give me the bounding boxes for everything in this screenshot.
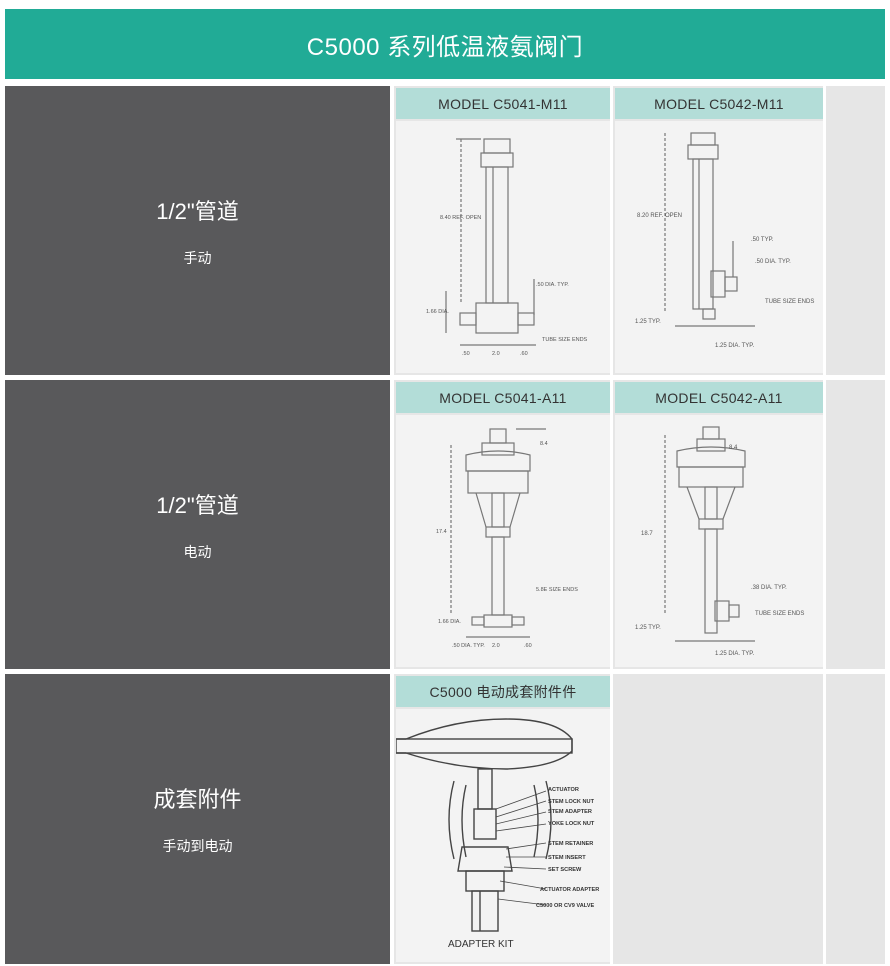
dim-note: 8.40 REF. OPEN: [440, 215, 481, 221]
dim-note: 1.66 DIA.: [438, 619, 461, 625]
drawing-caption: ADAPTER KIT: [448, 939, 514, 950]
dim-note: .50 DIA. TYP.: [452, 643, 485, 649]
panel-title: MODEL C5042-A11: [615, 382, 823, 413]
dim-note: TUBE SIZE ENDS: [755, 611, 804, 617]
model-panel-c5042-a11: MODEL C5042-A11 8.4: [613, 380, 823, 669]
part-callout: SET SCREW: [548, 867, 582, 873]
row-title: 1/2"管道: [156, 198, 239, 224]
row-label: 1/2"管道 电动: [5, 380, 390, 669]
empty-panel: [826, 86, 885, 375]
row-kit: 成套附件 手动到电动 C5000 电动成套附件件: [5, 674, 885, 964]
adapter-kit-panel: C5000 电动成套附件件: [394, 674, 610, 964]
row-subtitle: 电动: [183, 543, 212, 560]
model-panel-c5041-m11: MODEL C5041-M11 8.4: [394, 86, 610, 375]
valve-drawing: 8.4 18.7 .38 DIA. TYP. TUBE SIZE ENDS 1.…: [635, 426, 804, 657]
dim-note: 18.7: [641, 531, 653, 537]
dim-note: TUBE SIZE ENDS: [765, 299, 814, 305]
page-header: C5000 系列低温液氨阀门: [5, 9, 885, 79]
panel-title: MODEL C5041-M11: [396, 88, 610, 119]
dim-note: .50 DIA. TYP.: [755, 259, 791, 265]
part-callout: STEM INSERT: [548, 855, 586, 861]
panel-title: C5000 电动成套附件件: [396, 676, 610, 707]
dim-note: .38 DIA. TYP.: [751, 585, 787, 591]
part-callout: STEM ADAPTER: [548, 809, 592, 815]
drawing-c5042-m11: 8.20 REF. OPEN .50 TYP. .50 DIA. TYP. TU…: [615, 121, 823, 373]
dim-note: 1.25 TYP.: [635, 319, 661, 325]
part-callout: STEM LOCK NUT: [548, 799, 595, 805]
part-callout: YOKE LOCK NUT: [548, 821, 595, 827]
panel-title: MODEL C5041-A11: [396, 382, 610, 413]
dim-note: 5.8E SIZE ENDS: [536, 587, 578, 593]
part-callout: C5000 OR CV9 VALVE: [536, 903, 595, 909]
row-subtitle: 手动到电动: [162, 838, 233, 854]
row-label: 1/2"管道 手动: [5, 86, 390, 375]
valve-drawing: 8.4 17.4 5.8E SIZE ENDS 1.66 DIA. .50 DI…: [436, 428, 578, 649]
dim-note: 2.0: [492, 643, 500, 649]
drawing-c5041-m11: 8.40 REF. OPEN 1.66 DIA. .50 DIA. TYP. T…: [396, 121, 610, 373]
row-electric: 1/2"管道 电动 MODEL C5041-A11: [5, 380, 885, 669]
part-callout: ACTUATOR: [548, 787, 579, 793]
dim-note: TUBE SIZE ENDS: [542, 337, 588, 343]
drawing-adapter-kit: ACTUATOR STEM LOCK NUT STEM ADAPTER YOKE…: [396, 709, 610, 962]
dim-note: .50 TYP.: [751, 237, 774, 243]
dim-note: .60: [520, 351, 528, 357]
panel-title: MODEL C5042-M11: [615, 88, 823, 119]
row-title: 成套附件: [153, 787, 242, 812]
row-manual: 1/2"管道 手动 MODEL C5041-M11: [5, 86, 885, 375]
dim-note: 1.25 TYP.: [635, 625, 661, 631]
dim-note: 8.20 REF. OPEN: [637, 213, 682, 219]
page-title: C5000 系列低温液氨阀门: [306, 33, 584, 61]
dim-note: 1.66 DIA.: [426, 309, 449, 315]
model-panel-c5042-m11: MODEL C5042-M11 8.20 REF. OPEN: [613, 86, 823, 375]
row-title: 1/2"管道: [156, 492, 239, 518]
model-panel-c5041-a11: MODEL C5041-A11: [394, 380, 610, 669]
adapter-kit-drawing: ACTUATOR STEM LOCK NUT STEM ADAPTER YOKE…: [396, 718, 599, 950]
empty-panel: [826, 674, 885, 964]
dim-note: .50: [462, 351, 470, 357]
valve-drawing: 8.20 REF. OPEN .50 TYP. .50 DIA. TYP. TU…: [635, 132, 814, 349]
empty-panel: [826, 380, 885, 669]
dim-note: 1.25 DIA. TYP.: [715, 343, 754, 349]
dim-note: .50 DIA. TYP.: [536, 282, 569, 288]
dim-note: 8.4: [729, 445, 738, 451]
dim-note: .60: [524, 643, 532, 649]
dim-note: 2.0: [492, 351, 500, 357]
drawing-c5041-a11: 8.4 17.4 5.8E SIZE ENDS 1.66 DIA. .50 DI…: [396, 415, 610, 667]
drawing-c5042-a11: 8.4 18.7 .38 DIA. TYP. TUBE SIZE ENDS 1.…: [615, 415, 823, 667]
part-callout: ACTUATOR ADAPTER: [540, 887, 599, 893]
valve-drawing: 8.40 REF. OPEN 1.66 DIA. .50 DIA. TYP. T…: [426, 138, 588, 357]
empty-panel: [613, 674, 823, 964]
part-callout: STEM RETAINER: [548, 841, 593, 847]
dim-note: 8.4: [540, 441, 548, 447]
row-label: 成套附件 手动到电动: [5, 674, 390, 964]
dim-note: 1.25 DIA. TYP.: [715, 651, 754, 657]
row-subtitle: 手动: [183, 249, 212, 266]
dim-note: 17.4: [436, 529, 447, 535]
